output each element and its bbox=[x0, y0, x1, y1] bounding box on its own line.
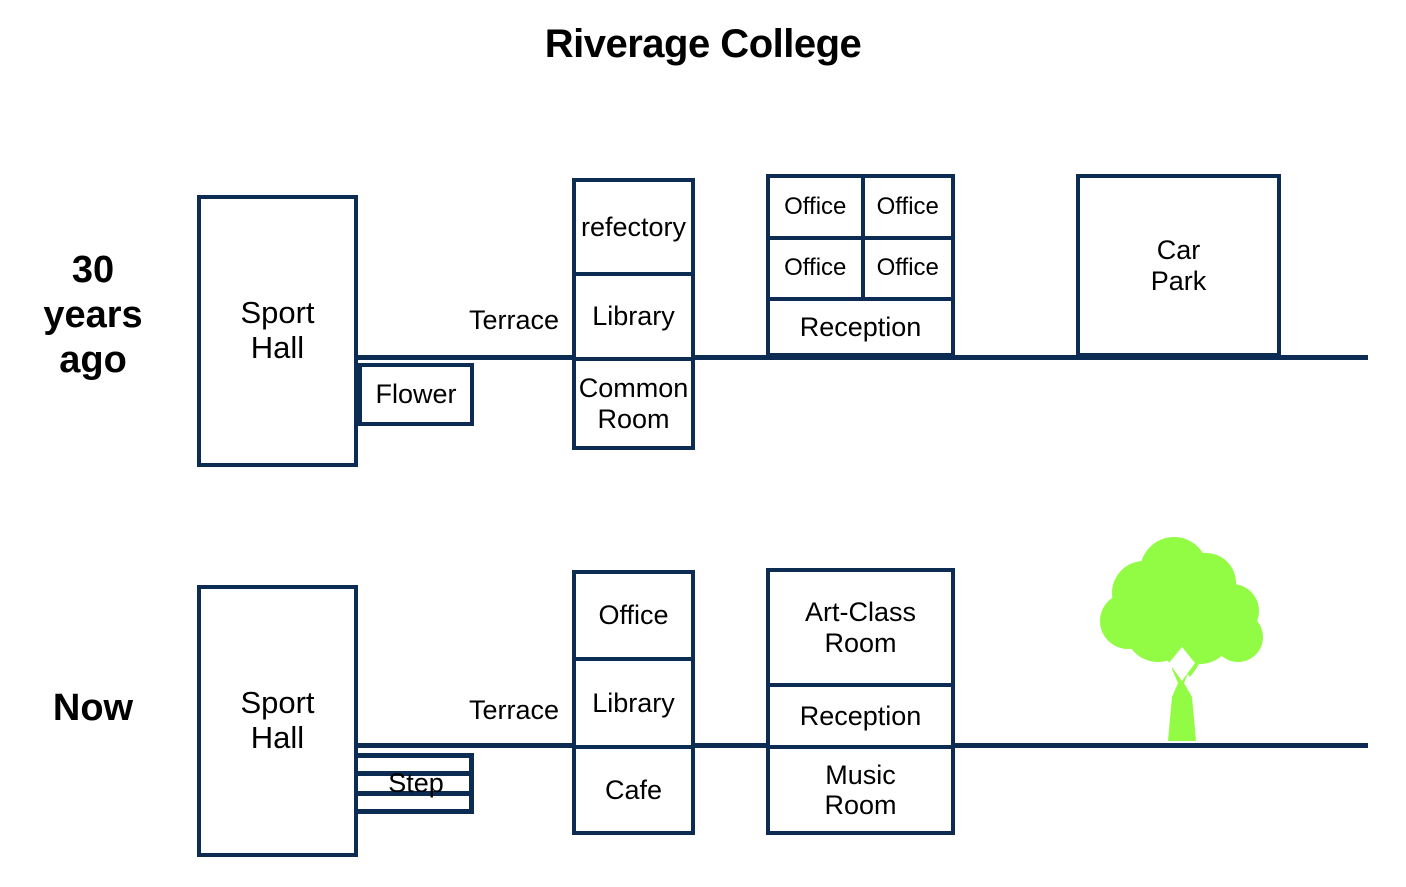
art-class-line1: Art-Class bbox=[804, 597, 916, 628]
office-tl-label: Office bbox=[784, 192, 847, 220]
building-stack-right-now: Art-Class Room Reception Music Room bbox=[766, 568, 955, 835]
building-step-now[interactable]: Step bbox=[358, 753, 474, 814]
library-past-label: Library bbox=[592, 301, 675, 332]
sport-hall-now-line2: Hall bbox=[250, 720, 305, 755]
room-reception-past[interactable]: Reception bbox=[766, 297, 955, 357]
room-art-class-now[interactable]: Art-Class Room bbox=[766, 568, 955, 683]
office-row-middle: Office Office bbox=[766, 236, 955, 297]
office-row-top: Office Office bbox=[766, 174, 955, 236]
room-refectory-past[interactable]: refectory bbox=[572, 178, 695, 272]
room-common-past[interactable]: Common Room bbox=[572, 357, 695, 450]
reception-past-label: Reception bbox=[799, 311, 922, 342]
room-library-now[interactable]: Library bbox=[572, 657, 695, 745]
row-label-past-line2: years bbox=[43, 293, 143, 336]
car-park-line1: Car bbox=[1156, 235, 1201, 266]
common-room-line2: Room bbox=[597, 403, 670, 434]
building-sport-hall-now[interactable]: Sport Hall bbox=[197, 585, 358, 857]
building-sport-hall-past[interactable]: Sport Hall bbox=[197, 195, 358, 467]
terrace-past-text: Terrace bbox=[469, 305, 560, 335]
step-line-4 bbox=[358, 809, 474, 814]
step-line-3 bbox=[358, 791, 474, 796]
music-room-line1: Music bbox=[825, 759, 896, 790]
room-reception-now[interactable]: Reception bbox=[766, 683, 955, 745]
terrace-now-text: Terrace bbox=[469, 695, 560, 725]
label-terrace-now: Terrace bbox=[469, 695, 559, 726]
room-office-top-left[interactable]: Office bbox=[766, 174, 861, 236]
label-terrace-past: Terrace bbox=[469, 305, 559, 336]
tree-icon bbox=[1100, 537, 1270, 745]
room-cafe-now[interactable]: Cafe bbox=[572, 745, 695, 835]
sport-hall-past-line2: Hall bbox=[250, 330, 305, 365]
row-label-past-line3: ago bbox=[59, 338, 127, 381]
row-label-now-line1: Now bbox=[52, 687, 134, 729]
office-now-label: Office bbox=[598, 600, 669, 631]
sport-hall-past-line1: Sport bbox=[240, 295, 315, 331]
sport-hall-now-line1: Sport bbox=[240, 685, 315, 721]
step-edge-right bbox=[469, 753, 474, 814]
refectory-label: refectory bbox=[580, 211, 687, 242]
music-room-line2: Room bbox=[824, 790, 897, 820]
office-tr-label: Office bbox=[876, 192, 939, 220]
room-music-now[interactable]: Music Room bbox=[766, 745, 955, 835]
library-now-label: Library bbox=[592, 687, 675, 718]
building-office-block-past: Office Office Office Office Reception bbox=[766, 174, 955, 357]
ground-line-past bbox=[358, 355, 1368, 360]
room-library-past[interactable]: Library bbox=[572, 272, 695, 357]
office-ml-label: Office bbox=[784, 254, 847, 282]
step-line-2 bbox=[358, 771, 474, 776]
common-room-line1: Common bbox=[578, 373, 689, 404]
row-label-now: Now bbox=[8, 686, 178, 731]
row-label-past: 30 years ago bbox=[8, 248, 178, 382]
building-car-park-past[interactable]: Car Park bbox=[1076, 174, 1281, 357]
room-office-mid-right[interactable]: Office bbox=[860, 236, 955, 297]
office-mr-label: Office bbox=[876, 254, 939, 282]
flower-label: Flower bbox=[375, 379, 457, 410]
step-line-1 bbox=[358, 753, 474, 758]
car-park-line2: Park bbox=[1150, 265, 1207, 296]
room-office-mid-left[interactable]: Office bbox=[766, 236, 861, 297]
building-stack-middle-past: refectory Library Common Room bbox=[572, 178, 695, 450]
building-flower-past[interactable]: Flower bbox=[358, 363, 474, 426]
step-label: Step bbox=[388, 768, 444, 798]
row-label-past-line1: 30 bbox=[71, 249, 115, 291]
cafe-label: Cafe bbox=[604, 774, 663, 805]
reception-now-label: Reception bbox=[799, 700, 922, 731]
room-office-now[interactable]: Office bbox=[572, 570, 695, 657]
page-title: Riverage College bbox=[544, 22, 862, 66]
art-class-line2: Room bbox=[824, 627, 897, 658]
room-office-top-right[interactable]: Office bbox=[860, 174, 955, 236]
building-stack-middle-now: Office Library Cafe bbox=[572, 570, 695, 835]
